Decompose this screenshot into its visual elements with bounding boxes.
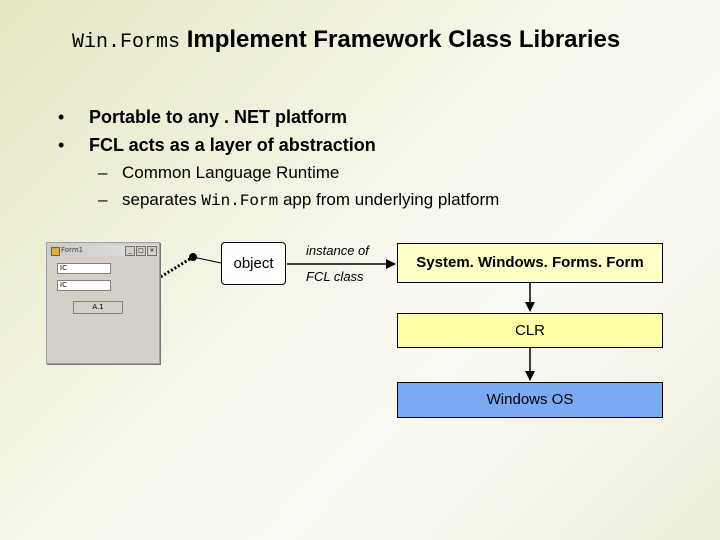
slide-title: Win.Forms Implement Framework Class Libr… xyxy=(72,26,712,54)
bullet-dot-icon: • xyxy=(58,135,65,155)
form-thumbnail: Form1 _ □ × IC IC A.1 xyxy=(46,242,160,364)
sub-bullet-text-post: app from underlying platform xyxy=(282,190,500,209)
form-thumb-titlebar: Form1 _ □ × xyxy=(49,245,157,256)
form-thumb-title: Form1 xyxy=(61,246,84,254)
form-thumb-textbox: IC xyxy=(57,280,111,291)
sub-bullet-text-pre: separates xyxy=(122,190,197,209)
title-code: Win.Forms xyxy=(72,31,181,54)
clr-box: CLR xyxy=(397,313,663,348)
form-thumb-textbox: IC xyxy=(57,263,111,274)
sub-bullet-item: – separates Win.Form app from underlying… xyxy=(58,187,698,214)
minimize-icon: _ xyxy=(125,246,135,256)
fcl-class-label: FCL class xyxy=(306,269,364,284)
bullet-item: • Portable to any . NET platform xyxy=(58,104,698,132)
close-icon: × xyxy=(147,246,157,256)
title-text: Implement Framework Class Libraries xyxy=(186,26,621,53)
sub-bullet-item: – Common Language Runtime xyxy=(58,160,698,187)
bullet-list: • Portable to any . NET platform • FCL a… xyxy=(58,104,698,214)
maximize-icon: □ xyxy=(136,246,146,256)
windows-os-box: Windows OS xyxy=(397,382,663,418)
sub-bullet-dash-icon: – xyxy=(98,190,108,209)
instance-of-label: instance of xyxy=(306,243,369,258)
form-thumb-app-icon xyxy=(51,247,60,256)
form-thumb-button: A.1 xyxy=(73,301,123,314)
form-class-box: System. Windows. Forms. Form xyxy=(397,243,663,283)
sub-bullet-dash-icon: – xyxy=(98,163,108,182)
bullet-item: • FCL acts as a layer of abstraction xyxy=(58,132,698,160)
sub-bullet-code: Win.Form xyxy=(201,192,279,210)
bullet-text: Portable to any . NET platform xyxy=(89,107,348,127)
object-box: object xyxy=(221,242,286,285)
sub-bullet-text: Common Language Runtime xyxy=(122,163,340,182)
bullet-dot-icon: • xyxy=(58,107,65,127)
bullet-text: FCL acts as a layer of abstraction xyxy=(89,135,376,155)
form-link-line xyxy=(119,253,222,304)
